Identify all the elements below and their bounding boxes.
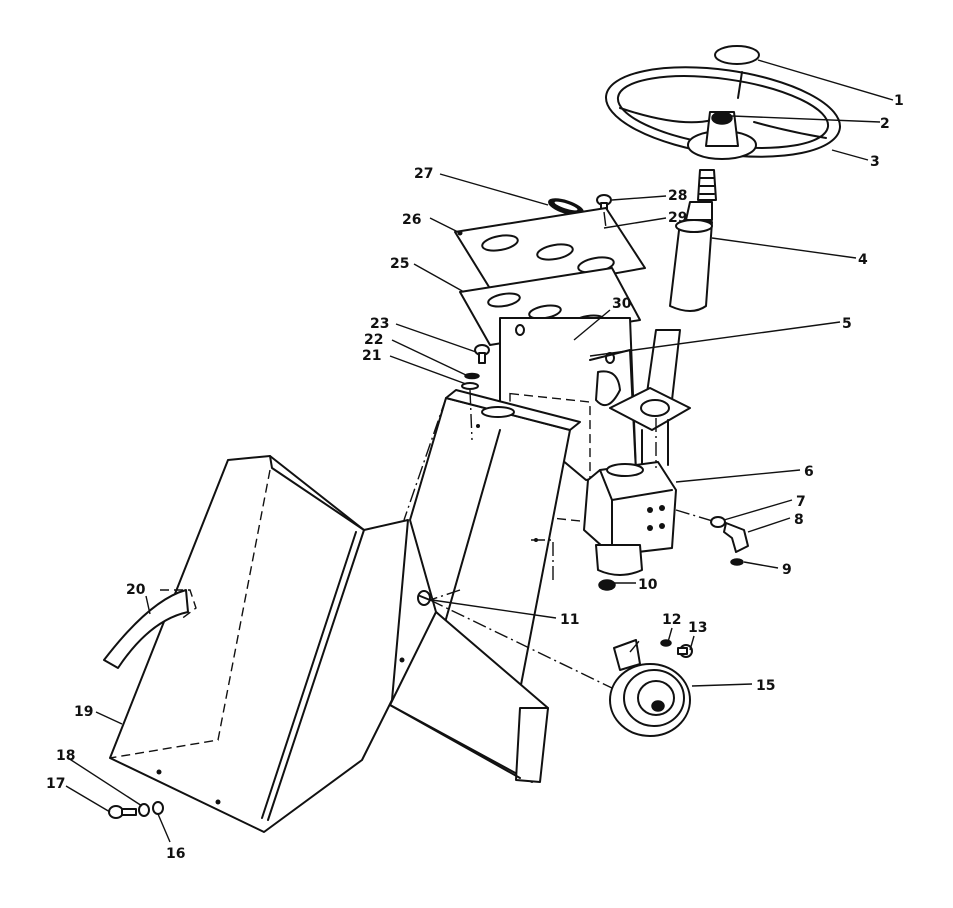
front-shroud: [109, 455, 409, 833]
callout-9: 9: [782, 562, 792, 578]
callout-21: 21: [362, 348, 381, 364]
callout-1: 1: [894, 93, 904, 109]
callout-27: 27: [414, 166, 433, 182]
callout-20: 20: [126, 582, 146, 598]
callout-15: 15: [756, 678, 775, 694]
callout-5: 5: [842, 316, 852, 332]
callout-2: 2: [880, 116, 890, 132]
horn-cap: [714, 45, 760, 65]
assembly-lines: [403, 211, 717, 689]
callout-28: 28: [668, 188, 687, 204]
callout-29: 29: [668, 210, 687, 226]
panel-fasteners: [461, 344, 490, 390]
callout-3: 3: [870, 154, 880, 170]
callout-23: 23: [370, 316, 389, 332]
callout-11: 11: [560, 612, 579, 628]
steering-shaft: [669, 169, 717, 312]
callout-30: 30: [612, 296, 632, 312]
callout-22: 22: [364, 332, 383, 348]
callout-6: 6: [804, 464, 814, 480]
steering-wheel: [605, 66, 841, 160]
callout-26: 26: [402, 212, 421, 228]
callout-13: 13: [688, 620, 707, 636]
callout-19: 19: [74, 704, 93, 720]
shroud-fasteners: [108, 801, 164, 819]
decal: [103, 589, 197, 669]
callout-4: 4: [858, 252, 868, 268]
leader-lines: [65, 59, 894, 843]
callout-7: 7: [796, 494, 806, 510]
mounting-bolt: [417, 590, 431, 606]
steering-valve-unit: [583, 461, 677, 576]
callout-18: 18: [56, 748, 75, 764]
horn: [609, 639, 693, 737]
pedestal-housing: [389, 389, 581, 783]
callout-12: 12: [662, 612, 681, 628]
callout-16: 16: [166, 846, 185, 862]
callout-10: 10: [638, 577, 658, 593]
callout-25: 25: [390, 256, 409, 272]
nut: [598, 579, 616, 591]
callout-17: 17: [46, 776, 65, 792]
callout-8: 8: [794, 512, 804, 528]
hydraulic-fitting: [710, 516, 749, 566]
callout-labels: 1 2 3 4 5 6 7 8 9 10 11 12 13 15 16 17 1…: [46, 93, 904, 862]
